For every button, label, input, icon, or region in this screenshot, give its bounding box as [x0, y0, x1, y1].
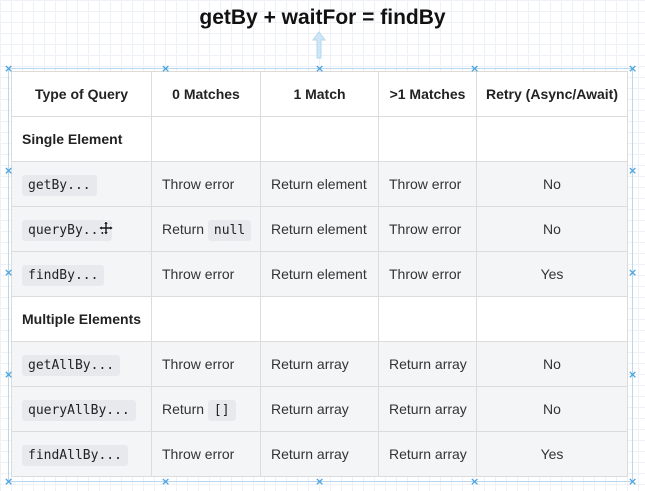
- many-matches-cell: Throw error: [378, 251, 477, 297]
- selection-handle-icon[interactable]: ×: [4, 164, 14, 177]
- one-match-cell: Return element: [260, 161, 379, 207]
- empty-cell: [476, 296, 628, 342]
- empty-cell: [476, 116, 628, 162]
- empty-cell: [151, 116, 261, 162]
- query-name: queryBy...: [22, 219, 113, 241]
- selection-handle-icon[interactable]: ×: [4, 368, 14, 381]
- query-cell: getAllBy...: [11, 341, 152, 387]
- query-name: getAllBy...: [22, 354, 121, 376]
- zero-matches-text: Return: [162, 400, 205, 417]
- selection-handle-icon[interactable]: ×: [628, 475, 638, 488]
- zero-matches-cell: Throw error: [151, 161, 261, 207]
- retry-cell: Yes: [476, 251, 628, 297]
- move-cursor-icon: [99, 221, 113, 235]
- selection-handle-icon[interactable]: ×: [470, 62, 480, 75]
- query-table: Type of Query 0 Matches 1 Match >1 Match…: [11, 71, 628, 477]
- one-match-cell: Return array: [260, 386, 379, 432]
- empty-cell: [260, 116, 379, 162]
- zero-matches-cell: Return null: [151, 206, 261, 252]
- selection-handle-icon[interactable]: ×: [315, 475, 325, 488]
- query-cell: getBy...: [11, 161, 152, 207]
- selection-handle-icon[interactable]: ×: [4, 266, 14, 279]
- zero-matches-text: Throw error: [162, 176, 235, 192]
- query-name: getBy...: [22, 174, 97, 196]
- selection-handle-icon[interactable]: ×: [315, 62, 325, 75]
- query-cell: findAllBy...: [11, 431, 152, 477]
- retry-cell: Yes: [476, 431, 628, 477]
- empty-cell: [151, 296, 261, 342]
- one-match-cell: Return element: [260, 206, 379, 252]
- query-cell: queryAllBy...: [11, 386, 152, 432]
- selection-handle-icon[interactable]: ×: [4, 475, 14, 488]
- query-name: findAllBy...: [22, 444, 128, 466]
- one-match-cell: Return array: [260, 431, 379, 477]
- zero-matches-text: Throw error: [162, 266, 235, 282]
- query-name: queryAllBy...: [22, 399, 136, 421]
- many-matches-cell: Throw error: [378, 161, 477, 207]
- zero-matches-code: []: [207, 399, 236, 421]
- up-arrow-icon: [312, 31, 326, 59]
- many-matches-cell: Return array: [378, 386, 477, 432]
- zero-matches-text: Return: [162, 220, 205, 237]
- selection-border-right: [632, 68, 633, 481]
- selection-handle-icon[interactable]: ×: [161, 475, 171, 488]
- zero-matches-text: Throw error: [162, 446, 235, 462]
- many-matches-cell: Throw error: [378, 206, 477, 252]
- one-match-cell: Return array: [260, 341, 379, 387]
- retry-cell: No: [476, 386, 628, 432]
- empty-cell: [378, 116, 477, 162]
- zero-matches-cell: Throw error: [151, 341, 261, 387]
- header-0-matches: 0 Matches: [151, 71, 261, 117]
- query-name: findBy...: [22, 264, 105, 286]
- many-matches-cell: Return array: [378, 431, 477, 477]
- header-type-of-query: Type of Query: [11, 71, 152, 117]
- selection-handle-icon[interactable]: ×: [628, 368, 638, 381]
- retry-cell: No: [476, 161, 628, 207]
- query-cell: queryBy...: [11, 206, 152, 252]
- empty-cell: [260, 296, 379, 342]
- section-row: Multiple Elements: [11, 296, 628, 342]
- zero-matches-cell: Throw error: [151, 251, 261, 297]
- selection-handle-icon[interactable]: ×: [628, 164, 638, 177]
- selection-border-bottom: [8, 481, 633, 482]
- selection-handle-icon[interactable]: ×: [628, 266, 638, 279]
- section-row: Single Element: [11, 116, 628, 162]
- query-cell: findBy...: [11, 251, 152, 297]
- zero-matches-code: null: [207, 219, 252, 241]
- header-1-match: 1 Match: [260, 71, 379, 117]
- retry-cell: No: [476, 341, 628, 387]
- selection-handle-icon[interactable]: ×: [470, 475, 480, 488]
- selection-handle-icon[interactable]: ×: [4, 62, 14, 75]
- header-retry: Retry (Async/Await): [476, 71, 628, 117]
- section-label: Multiple Elements: [11, 296, 152, 342]
- selection-handle-icon[interactable]: ×: [628, 62, 638, 75]
- zero-matches-cell: Return []: [151, 386, 261, 432]
- selection-border-left: [8, 68, 9, 481]
- empty-cell: [378, 296, 477, 342]
- many-matches-cell: Return array: [378, 341, 477, 387]
- table-header-row: Type of Query 0 Matches 1 Match >1 Match…: [11, 71, 628, 117]
- zero-matches-text: Throw error: [162, 356, 235, 372]
- section-label: Single Element: [11, 116, 152, 162]
- selection-handle-icon[interactable]: ×: [161, 62, 171, 75]
- zero-matches-cell: Throw error: [151, 431, 261, 477]
- header-many-matches: >1 Matches: [378, 71, 477, 117]
- selection-border-top: [8, 68, 633, 69]
- retry-cell: No: [476, 206, 628, 252]
- one-match-cell: Return element: [260, 251, 379, 297]
- diagram-title: getBy + waitFor = findBy: [199, 6, 446, 29]
